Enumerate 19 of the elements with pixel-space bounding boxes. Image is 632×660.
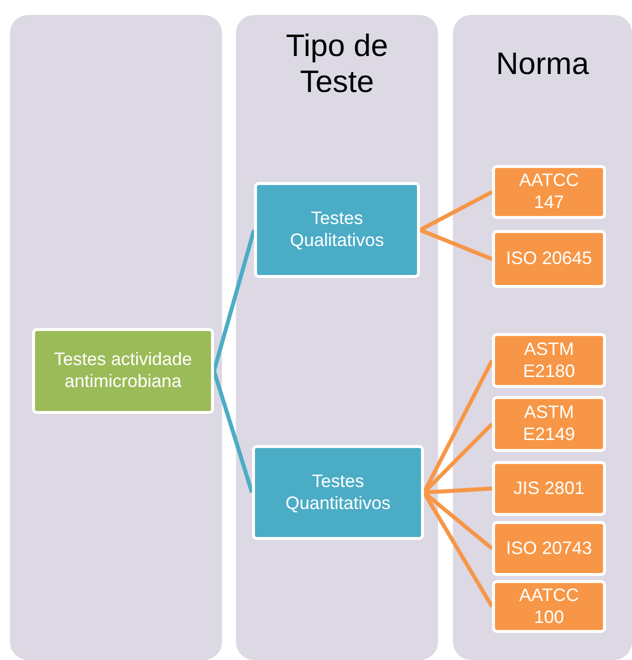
category-box: AATCC 147: [492, 165, 606, 219]
column-band: [236, 15, 438, 660]
column-band: [10, 15, 222, 660]
category-box: ISO 20645: [492, 230, 606, 288]
category-box: ASTM E2180: [492, 333, 606, 388]
category-box: ASTM E2149: [492, 396, 606, 452]
connector-line: [419, 228, 493, 261]
category-box: Testes Qualitativos: [254, 182, 420, 278]
category-box: AATCC 100: [492, 580, 606, 633]
category-box: Testes Quantitativos: [252, 445, 424, 540]
category-box: ISO 20743: [492, 521, 606, 576]
connector-line: [212, 229, 256, 372]
connector-line: [419, 190, 493, 232]
column-band: [453, 15, 632, 660]
category-box: Testes actividade antimicrobiana: [32, 328, 214, 414]
column-heading: Norma: [494, 46, 590, 82]
connector-line: [212, 370, 254, 494]
category-box: JIS 2801: [492, 461, 606, 516]
column-heading: Tipo de Teste: [284, 28, 390, 100]
